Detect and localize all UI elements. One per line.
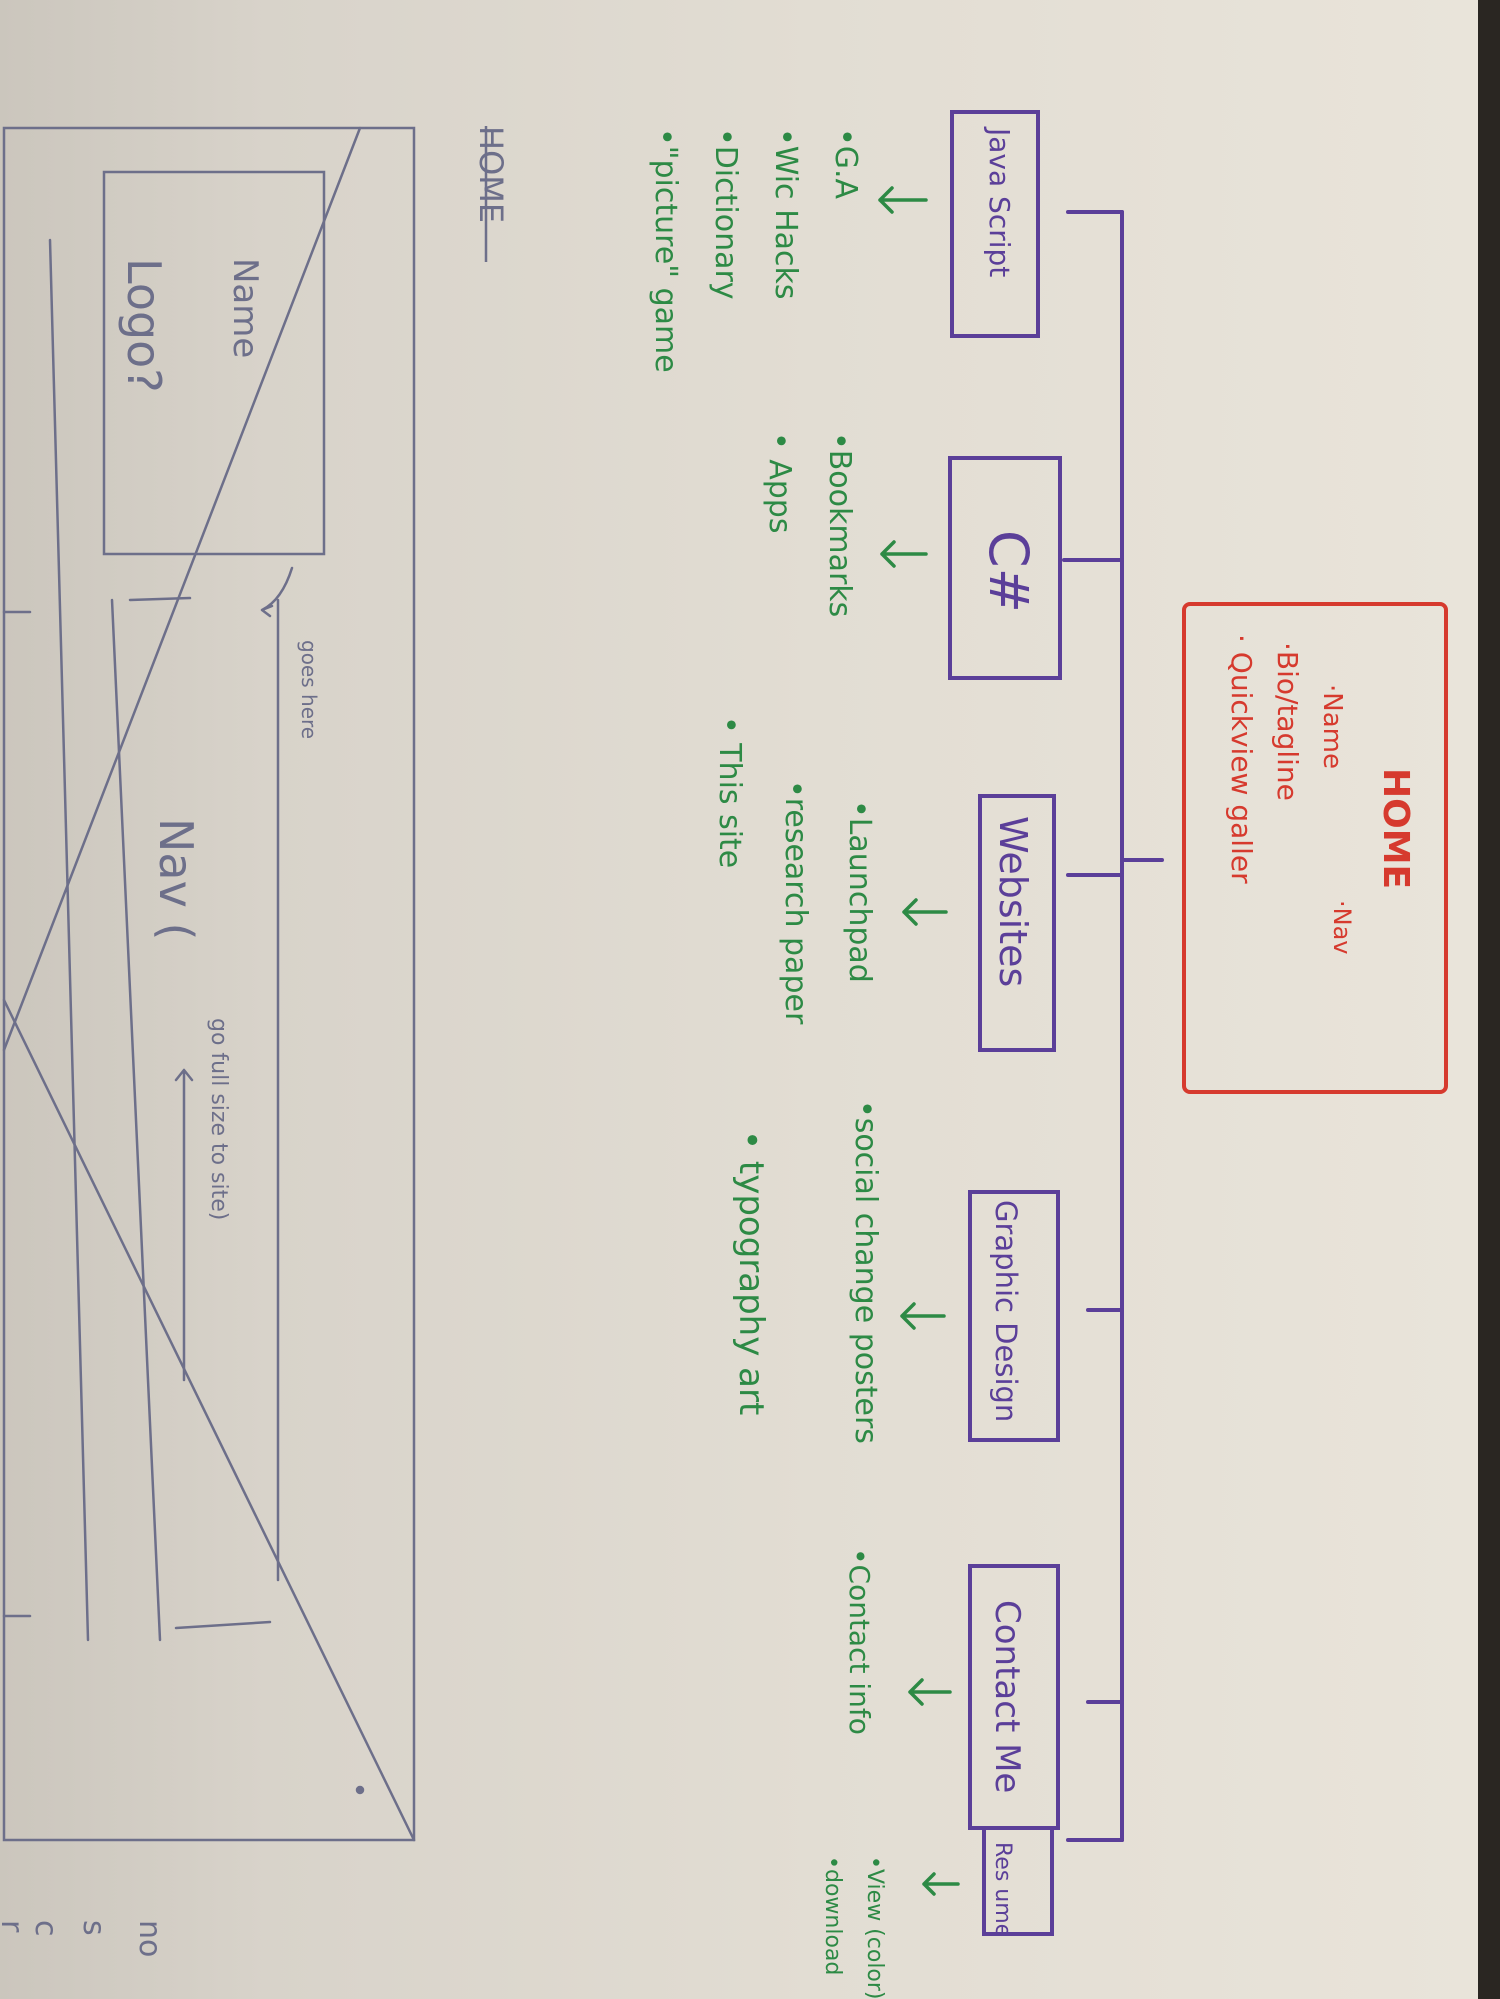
section-item-lists: •G.A •Wic Hacks •Dictionary •"picture" g… xyxy=(648,128,887,1999)
list-item: •Dictionary xyxy=(708,128,743,300)
list-item: •download xyxy=(820,1856,845,1975)
edge-text-line: c xyxy=(28,1920,63,1937)
edge-text: no s c r xyxy=(0,1920,167,1957)
arrow-javascript xyxy=(878,186,928,214)
arrow-graphic xyxy=(900,1302,946,1330)
nav-bar-left-edge xyxy=(110,598,162,1642)
arrow-websites xyxy=(902,898,948,926)
section-labels: Java Script C# Websites Graphic Design C… xyxy=(977,126,1040,1937)
section-box-websites xyxy=(978,794,1056,1052)
list-item: •"picture" game xyxy=(648,128,683,373)
home-nav-note: ·Nav xyxy=(1328,900,1356,955)
wireframe-cross-line-a xyxy=(2,126,362,1052)
background-shadow xyxy=(1478,0,1500,1999)
home-item: · Quickview galler xyxy=(1225,634,1258,884)
name-label: Name xyxy=(225,258,265,358)
wireframe-cross-line-b xyxy=(2,998,416,1842)
nav-bracket-arrow xyxy=(174,1068,194,1382)
home-box xyxy=(1182,602,1448,1094)
list-item: •Launchpad xyxy=(842,800,877,983)
nav-label: Nav ( xyxy=(149,818,203,940)
section-label-javascript: Java Script xyxy=(983,126,1016,277)
list-item: •Bookmarks xyxy=(822,432,857,617)
section-label-graphic: Graphic Design xyxy=(989,1200,1023,1422)
nav-bar-cap xyxy=(128,596,192,602)
sitemap-tree-lines xyxy=(1062,210,1164,1842)
list-item: • Apps xyxy=(762,432,797,533)
section-boxes xyxy=(948,110,1062,1936)
section-box-graphic xyxy=(968,1190,1060,1442)
edge-text-line: s xyxy=(76,1920,111,1936)
home-title: HOME xyxy=(1375,768,1416,889)
home-item: ·Name xyxy=(1317,684,1347,769)
section-label-websites: Websites xyxy=(991,816,1035,987)
wireframe xyxy=(2,126,416,1842)
list-item: •social change posters xyxy=(848,1100,883,1444)
section-box-javascript xyxy=(950,110,1040,338)
section-box-csharp xyxy=(948,456,1062,680)
nav-note: go full size to site) xyxy=(206,1018,231,1220)
arrow-csharp xyxy=(880,540,928,568)
arrow-resume xyxy=(922,1872,960,1896)
list-item: •G.A xyxy=(828,128,863,199)
edge-text-line: r xyxy=(0,1920,29,1933)
section-label-csharp: C# xyxy=(977,530,1040,613)
list-item: •research paper xyxy=(778,780,813,1025)
goes-here-note: goes here xyxy=(297,640,321,739)
list-item: • This site xyxy=(712,716,747,868)
logo-box xyxy=(102,170,326,556)
wireframe-home-heading: HOME xyxy=(472,126,510,262)
list-item: •View (color) (B&W) xyxy=(862,1856,887,1999)
edge-text-line: no xyxy=(132,1920,167,1957)
logo-label: Logo? xyxy=(117,258,171,393)
goes-here-arrow xyxy=(260,566,294,618)
pencil-dot xyxy=(355,1785,365,1795)
wireframe-column-line xyxy=(48,238,90,1642)
home-box-content: HOME ·Name ·Bio/tagline · Quickview gall… xyxy=(1225,634,1416,955)
list-item: •Wic Hacks xyxy=(768,128,803,300)
home-item: ·Bio/tagline xyxy=(1271,642,1304,801)
nav-bar-cap xyxy=(174,1620,272,1630)
list-item: • typography art xyxy=(731,1130,771,1415)
green-arrows xyxy=(878,186,960,1896)
section-label-resume: Res ume xyxy=(990,1842,1015,1937)
wireframe-page-label: HOME xyxy=(472,126,510,223)
wireframe-outer-frame xyxy=(2,126,416,1842)
section-label-contact: Contact Me xyxy=(987,1600,1027,1793)
arrow-contact xyxy=(908,1678,952,1706)
section-box-resume xyxy=(982,1826,1054,1936)
list-item: •Contact info xyxy=(843,1548,876,1735)
